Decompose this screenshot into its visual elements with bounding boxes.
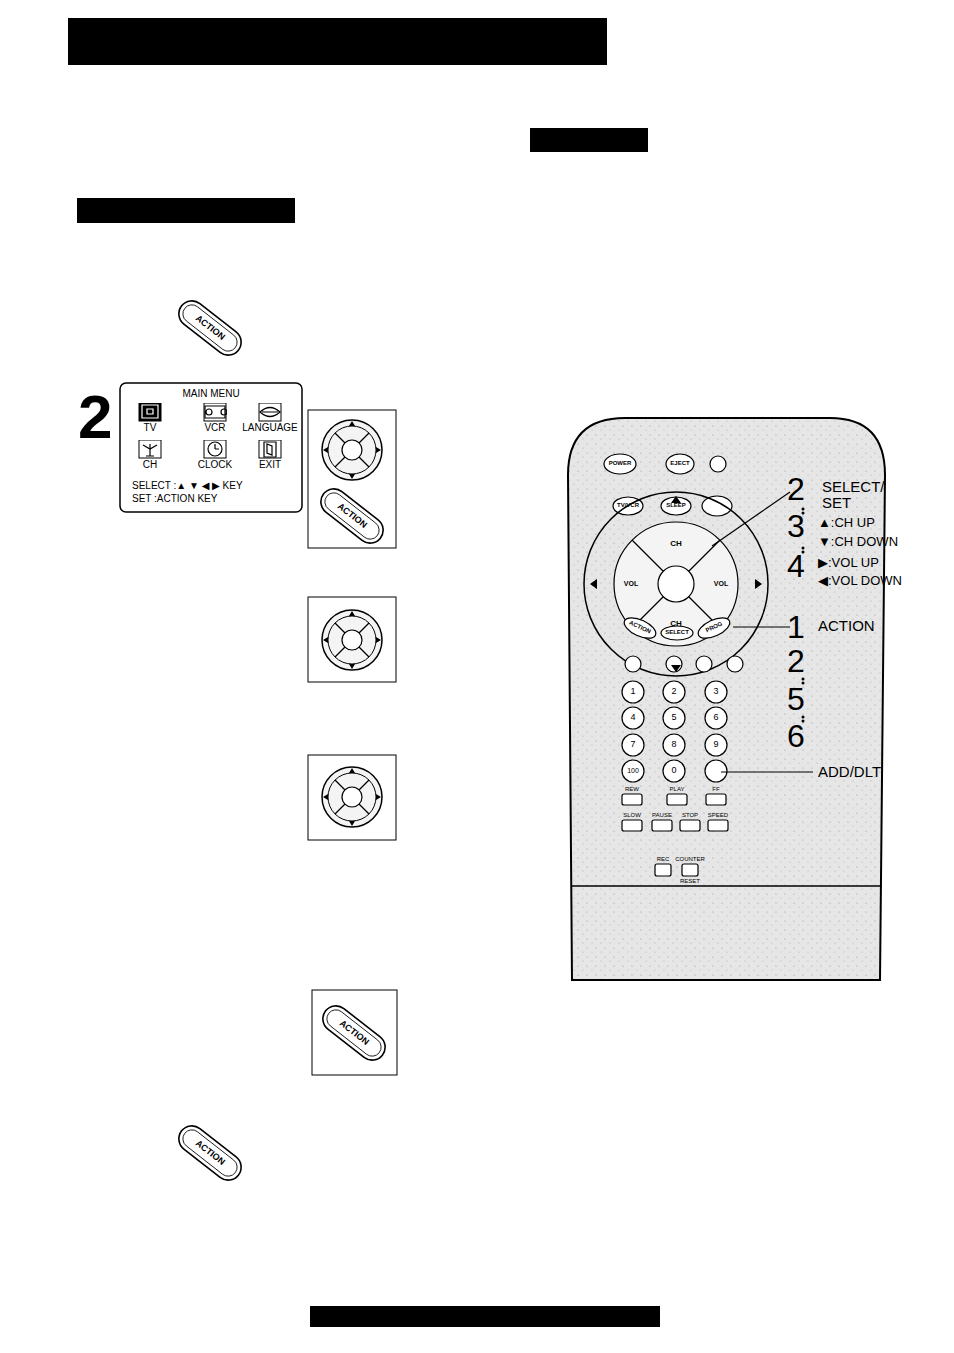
menu-item-label: EXIT [259, 460, 281, 471]
callout-label: ▼:CH DOWN [818, 535, 898, 549]
step-frame [308, 410, 396, 548]
callout-label: ▲:CH UP [818, 516, 875, 530]
leader-lines [712, 492, 813, 772]
action-button-icon: ACTION [172, 1123, 248, 1183]
action-button-icon: ACTION [314, 487, 390, 545]
callout-label: ◀:VOL DOWN [818, 574, 902, 588]
tag-bar [530, 128, 648, 152]
step-frame [308, 755, 396, 840]
remote-buttons [584, 454, 768, 876]
menu-glyph [258, 403, 282, 422]
callout-label: ACTION [818, 618, 875, 634]
step-frame [308, 597, 396, 682]
joystick-icon [322, 610, 382, 670]
action-button-icon: ACTION [316, 1004, 392, 1062]
callout-label: ▶:VOL UP [818, 556, 879, 570]
button-label: SPEED [708, 812, 728, 818]
button-label: 5 [671, 713, 676, 722]
callout-label: SELECT/ SET [822, 479, 892, 511]
button-label: 2 [671, 687, 676, 696]
header-bar [68, 18, 607, 65]
callout-label: ADD/DLT [818, 764, 881, 780]
footer-bar [310, 1306, 660, 1327]
step-number: 2 [78, 384, 112, 449]
joystick-icon [322, 767, 382, 827]
button-label: 6 [713, 713, 718, 722]
button-label: TV/VCR [617, 502, 639, 508]
button-label: 7 [630, 740, 635, 749]
button-label: CH [670, 620, 682, 628]
menu-screen: MAIN MENU SELECT :▲ ▼ ◀ ▶ KEY SET :ACTION … [120, 383, 302, 512]
button-label: 8 [671, 740, 676, 749]
button-label: 9 [713, 740, 718, 749]
button-label: 100 [627, 767, 639, 774]
menu-item-label: LANGUAGE [242, 423, 298, 434]
callout-label: 4 [787, 550, 805, 584]
section-bar [77, 198, 295, 223]
menu-glyph [138, 440, 162, 459]
remote-arrows [590, 496, 762, 672]
joystick-icon [322, 420, 382, 480]
callout-label: 5 [787, 683, 805, 717]
button-label: REC [657, 856, 670, 862]
remote-divider [571, 885, 881, 887]
menu-item-label: CH [143, 460, 157, 471]
button-label: EJECT [670, 460, 689, 466]
menu-glyph [258, 440, 282, 459]
callout-label: 2 [787, 645, 805, 679]
button-label: PAUSE [652, 812, 672, 818]
menu-icon: LANGUAGE [239, 403, 301, 437]
button-label: STOP [682, 812, 698, 818]
step-frame [312, 990, 397, 1075]
menu-icon: EXIT [239, 440, 301, 474]
button-label: REW [625, 786, 639, 792]
button-label: 0 [671, 766, 676, 775]
menu-icon: VCR [191, 403, 239, 437]
button-label: FF [712, 786, 719, 792]
menu-title: MAIN MENU [182, 389, 239, 400]
button-label: POWER [609, 460, 632, 466]
button-label: VOL [624, 580, 638, 587]
button-label: SLEEP [666, 502, 686, 508]
callout-label: 1 [787, 611, 805, 645]
button-label: SLOW [623, 812, 641, 818]
button-label: 1 [630, 687, 635, 696]
button-label: VOL [714, 580, 728, 587]
menu-help: SET :ACTION KEY [132, 494, 217, 505]
button-label: PLAY [670, 786, 685, 792]
menu-icon: TV [126, 403, 174, 437]
callout-label: 2 [787, 473, 805, 507]
callout-label: 6 [787, 720, 805, 754]
button-label: 3 [713, 687, 718, 696]
button-label: CH [670, 540, 682, 548]
callout-label: 3 [787, 510, 805, 544]
menu-item-label: TV [144, 423, 157, 434]
menu-glyph [138, 403, 162, 422]
menu-icon: CLOCK [191, 440, 239, 474]
menu-glyph [203, 440, 227, 459]
button-label: 4 [630, 713, 635, 722]
action-button-icon: ACTION [172, 298, 248, 358]
menu-item-label: CLOCK [198, 460, 232, 471]
menu-screen-outline [120, 383, 302, 512]
button-label: RESET [680, 878, 700, 884]
menu-item-label: VCR [204, 423, 225, 434]
button-label: COUNTER [675, 856, 705, 862]
menu-glyph [203, 403, 227, 422]
button-label: SELECT [665, 629, 689, 635]
menu-help: SELECT :▲ ▼ ◀ ▶ KEY [132, 481, 243, 492]
menu-icon: CH [126, 440, 174, 474]
